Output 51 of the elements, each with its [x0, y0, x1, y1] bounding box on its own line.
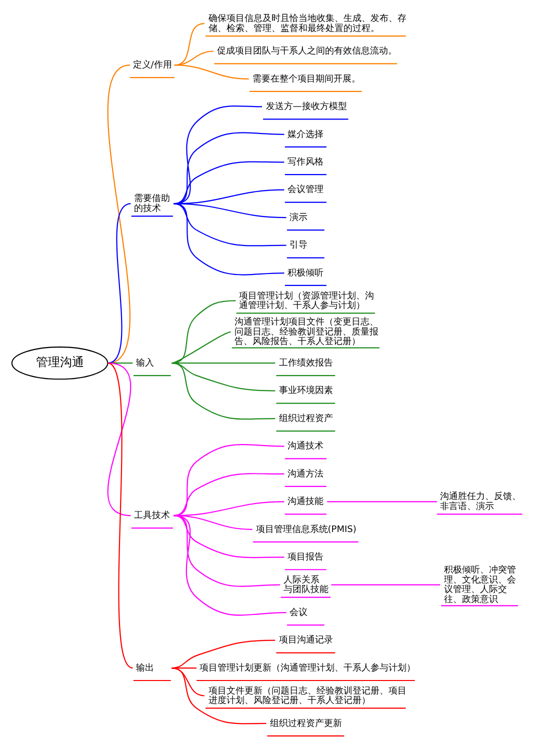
node-text: 发送方—接收方模型 — [265, 102, 346, 112]
node-text: 沟通胜任力、反馈、非言语、演示 — [439, 492, 520, 512]
connector — [173, 515, 286, 616]
node-text: 组织过程资产更新 — [269, 718, 342, 729]
node-text: 项目文件更新（问题日志、经验教训登记册、项目进度计划、风险登记册、干系人登记册） — [208, 686, 406, 706]
connector — [171, 362, 275, 420]
node-text: 沟通方法 — [287, 469, 324, 480]
connector — [171, 300, 236, 364]
connector — [171, 667, 266, 724]
node-text: 需要借助的技术 — [134, 194, 170, 214]
node-text: 工作绩效报告 — [278, 358, 332, 368]
node-text: 项目报告 — [287, 552, 324, 562]
node-text: 工具技术 — [134, 510, 170, 521]
node-text: 会议管理 — [287, 185, 324, 196]
node-text: 组织过程资产 — [278, 414, 332, 424]
connector — [170, 331, 230, 364]
node-text: 演示 — [289, 212, 308, 223]
connector — [173, 203, 284, 276]
connector — [107, 203, 130, 364]
connector — [330, 584, 440, 586]
node-text: 事业环境因素 — [278, 386, 332, 396]
node-text: 写作风格 — [287, 157, 324, 168]
connector — [106, 64, 130, 364]
connector — [173, 203, 286, 218]
node-text: 积极倾听、冲突管理、文化意识、会议管理、人际交往、政策意识 — [443, 566, 516, 605]
node-text: 积极倾听 — [287, 268, 324, 278]
node-text: 项目管理信息系统(PMIS) — [255, 524, 356, 535]
node-text: 定义/作用 — [132, 60, 172, 70]
node-ellipse: 管理沟通 — [10, 346, 108, 380]
connector — [326, 501, 436, 502]
node-text: 媒介选择 — [287, 130, 324, 140]
connector — [173, 515, 280, 587]
node-text: 项目管理计划更新（沟通管理计划、干系人参与计划） — [198, 663, 415, 674]
connector — [174, 64, 248, 80]
node-text: 沟通技术 — [287, 442, 324, 452]
node-text: 项目沟通记录 — [278, 636, 332, 646]
connector — [173, 203, 286, 246]
connector — [173, 515, 284, 558]
node-text: 确保项目信息及时且恰当地收集、生成、发布、存储、检索、管理、监督和最终处置的过程。 — [208, 14, 406, 34]
node-text: 沟通管理计划项目文件（变更日志、问题日志、经验教训登记册、质量报告、风险报告、干系人登记册） — [234, 318, 378, 347]
node-text: 引导 — [289, 240, 308, 251]
node-text: 促成项目团队与干系人之间的有效信息流动。 — [216, 46, 396, 57]
connector — [171, 362, 275, 392]
node-text: 会议 — [289, 608, 308, 618]
node-text: 需要在整个项目期间开展。 — [252, 74, 360, 84]
node-text: 输出 — [136, 663, 154, 674]
node-text: 人际关系与团队技能 — [282, 575, 328, 596]
connector — [106, 362, 131, 516]
node-text: 沟通技能 — [287, 497, 324, 508]
node-text: 项目管理计划（资源管理计划、沟通管理计划、干系人参与计划） — [238, 291, 374, 311]
node-text: 输入 — [136, 358, 154, 368]
